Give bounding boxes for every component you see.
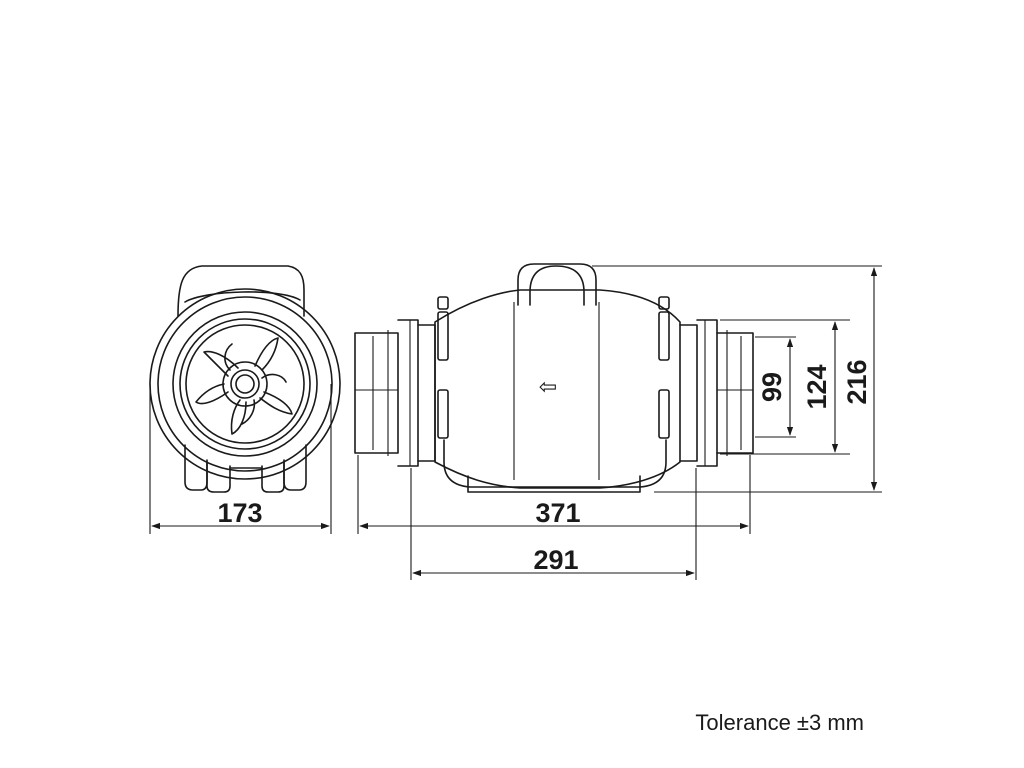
hub	[222, 361, 268, 407]
front-view	[149, 265, 341, 493]
fan-body	[434, 289, 681, 489]
airflow-arrow-icon: ⇦	[539, 375, 557, 400]
dimension-371: 371	[357, 455, 751, 534]
dimension-173: 173	[149, 384, 332, 534]
dim-label-width: 173	[217, 498, 262, 528]
dim-label-inner-diameter: 99	[757, 372, 787, 402]
outer-ring	[149, 288, 341, 480]
side-view: ⇦	[354, 263, 754, 493]
mounting-feet	[184, 444, 307, 493]
dimension-291: 291	[410, 468, 697, 580]
dim-label-total-length: 371	[535, 498, 580, 528]
impeller-icon	[195, 337, 293, 435]
dim-label-body-length: 291	[533, 545, 578, 575]
dimension-99: 99	[755, 336, 796, 438]
dim-label-outer-diameter: 124	[802, 364, 832, 409]
dimension-216: 216	[592, 265, 882, 493]
dim-label-height: 216	[842, 359, 872, 404]
tolerance-note: Tolerance ±3 mm	[695, 710, 864, 735]
dimension-124: 124	[720, 319, 850, 455]
